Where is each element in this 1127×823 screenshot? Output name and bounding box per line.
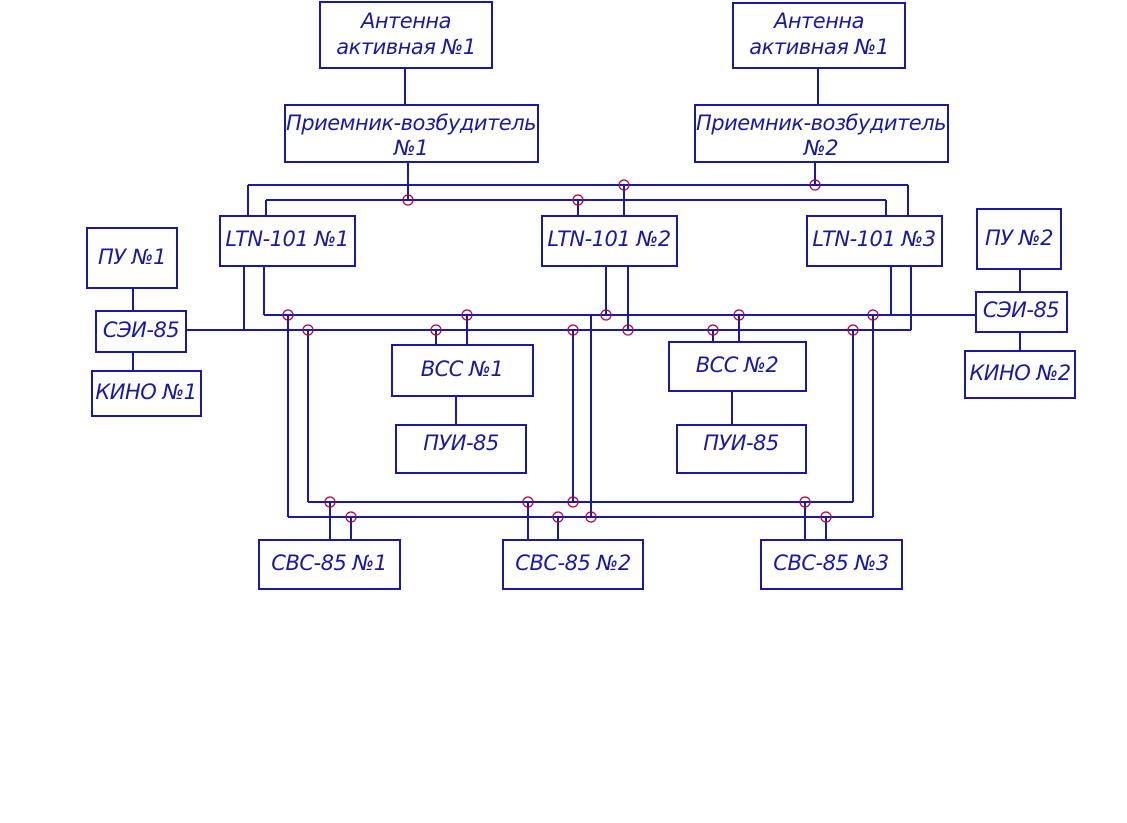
svs-85-3-block: СВС-85 №3 xyxy=(760,539,903,590)
connection-lines xyxy=(132,68,1021,540)
vss-1-block: ВСС №1 xyxy=(391,344,534,397)
sei-85-right-block: СЭИ-85 xyxy=(975,291,1068,333)
pu-1-block: ПУ №1 xyxy=(86,227,178,289)
pu-1-label: ПУ №1 xyxy=(98,245,166,269)
sei-85-left-block: СЭИ-85 xyxy=(95,310,187,353)
kino-1-block: КИНО №1 xyxy=(91,370,202,417)
pu-2-block: ПУ №2 xyxy=(976,208,1062,270)
ltn-101-2-block: LTN-101 №2 xyxy=(541,215,678,267)
vss-2-label: ВСС №2 xyxy=(696,353,779,377)
antenna-2-block: Антенна активная №1 xyxy=(732,2,906,69)
antenna-2-label-line1: Антенна xyxy=(772,9,864,33)
pui-85-1-block: ПУИ-85 xyxy=(395,424,527,474)
antenna-1-label-line2: активная №1 xyxy=(336,35,475,59)
antenna-1-label-line1: Антенна xyxy=(359,9,451,33)
sei-85-right-label: СЭИ-85 xyxy=(983,298,1059,322)
antenna-2-label-line2: активная №1 xyxy=(749,35,888,59)
ltn-101-1-block: LTN-101 №1 xyxy=(219,215,356,267)
ltn-101-2-label: LTN-101 №2 xyxy=(547,227,670,251)
pui-85-2-block: ПУИ-85 xyxy=(676,424,807,474)
svs-85-1-label: СВС-85 №1 xyxy=(271,551,386,575)
ltn-101-1-label: LTN-101 №1 xyxy=(225,227,348,251)
ltn-101-3-block: LTN-101 №3 xyxy=(806,215,943,267)
vss-1-label: ВСС №1 xyxy=(421,357,504,381)
kino-2-label: КИНО №2 xyxy=(969,361,1070,385)
svs-85-2-label: СВС-85 №2 xyxy=(515,551,631,575)
svs-85-2-block: СВС-85 №2 xyxy=(502,539,644,590)
pui-85-2-label: ПУИ-85 xyxy=(703,431,779,455)
receiver-2-block: Приемник-возбудитель №2 xyxy=(694,104,949,163)
svs-85-3-label: СВС-85 №3 xyxy=(773,551,888,575)
receiver-2-label-line1: Приемник-возбудитель xyxy=(696,111,946,135)
receiver-2-label-line2: №2 xyxy=(803,136,838,160)
kino-2-block: КИНО №2 xyxy=(964,350,1076,399)
antenna-1-block: Антенна активная №1 xyxy=(319,1,493,69)
receiver-1-label-line1: Приемник-возбудитель xyxy=(286,111,536,135)
kino-1-label: КИНО №1 xyxy=(95,380,196,404)
ltn-101-3-label: LTN-101 №3 xyxy=(812,227,935,251)
junction-nodes xyxy=(282,179,879,523)
pu-2-label: ПУ №2 xyxy=(985,226,1053,250)
sei-85-left-label: СЭИ-85 xyxy=(103,318,179,342)
svs-85-1-block: СВС-85 №1 xyxy=(258,539,401,590)
receiver-1-block: Приемник-возбудитель №1 xyxy=(284,104,539,163)
pui-85-1-label: ПУИ-85 xyxy=(423,431,499,455)
receiver-1-label-line2: №1 xyxy=(393,136,428,160)
vss-2-block: ВСС №2 xyxy=(668,341,807,392)
